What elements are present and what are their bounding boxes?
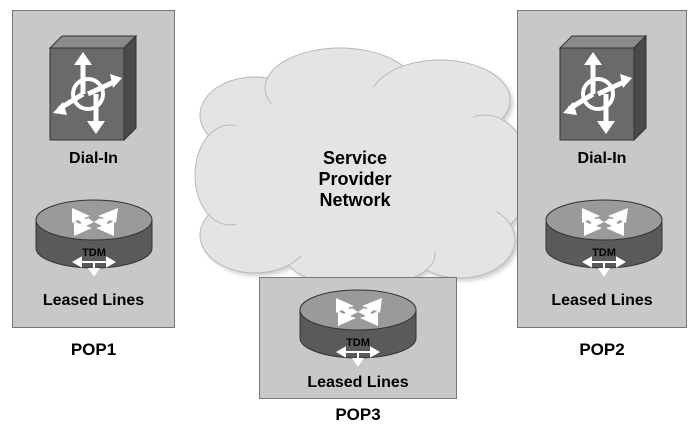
dial-in-switch-icon	[48, 34, 138, 142]
dial-in-label: Dial-In	[69, 150, 118, 167]
leased-lines-label: Leased Lines	[551, 292, 653, 309]
router-icon: TDM	[545, 199, 663, 277]
tdm-badge: TDM	[592, 247, 616, 259]
tdm-badge: TDM	[82, 247, 106, 259]
leased-lines-label: Leased Lines	[42, 292, 145, 309]
leased-lines-label: Leased Lines	[307, 374, 409, 391]
dial-in-switch-icon	[558, 34, 648, 142]
cloud-label: Service Provider Network	[300, 148, 410, 211]
dial-in-label: Dial-In	[577, 150, 627, 167]
pop2-label: POP2	[579, 340, 625, 359]
router-icon: TDM	[35, 199, 153, 277]
cloud-label-line: Network	[319, 190, 391, 210]
tdm-badge: TDM	[346, 337, 370, 349]
cloud-label-line: Service	[322, 148, 388, 168]
pop1-label: POP1	[70, 340, 117, 359]
cloud-label-line: Provider	[318, 169, 392, 189]
router-icon: TDM	[299, 289, 417, 367]
pop3-label: POP3	[335, 405, 381, 424]
